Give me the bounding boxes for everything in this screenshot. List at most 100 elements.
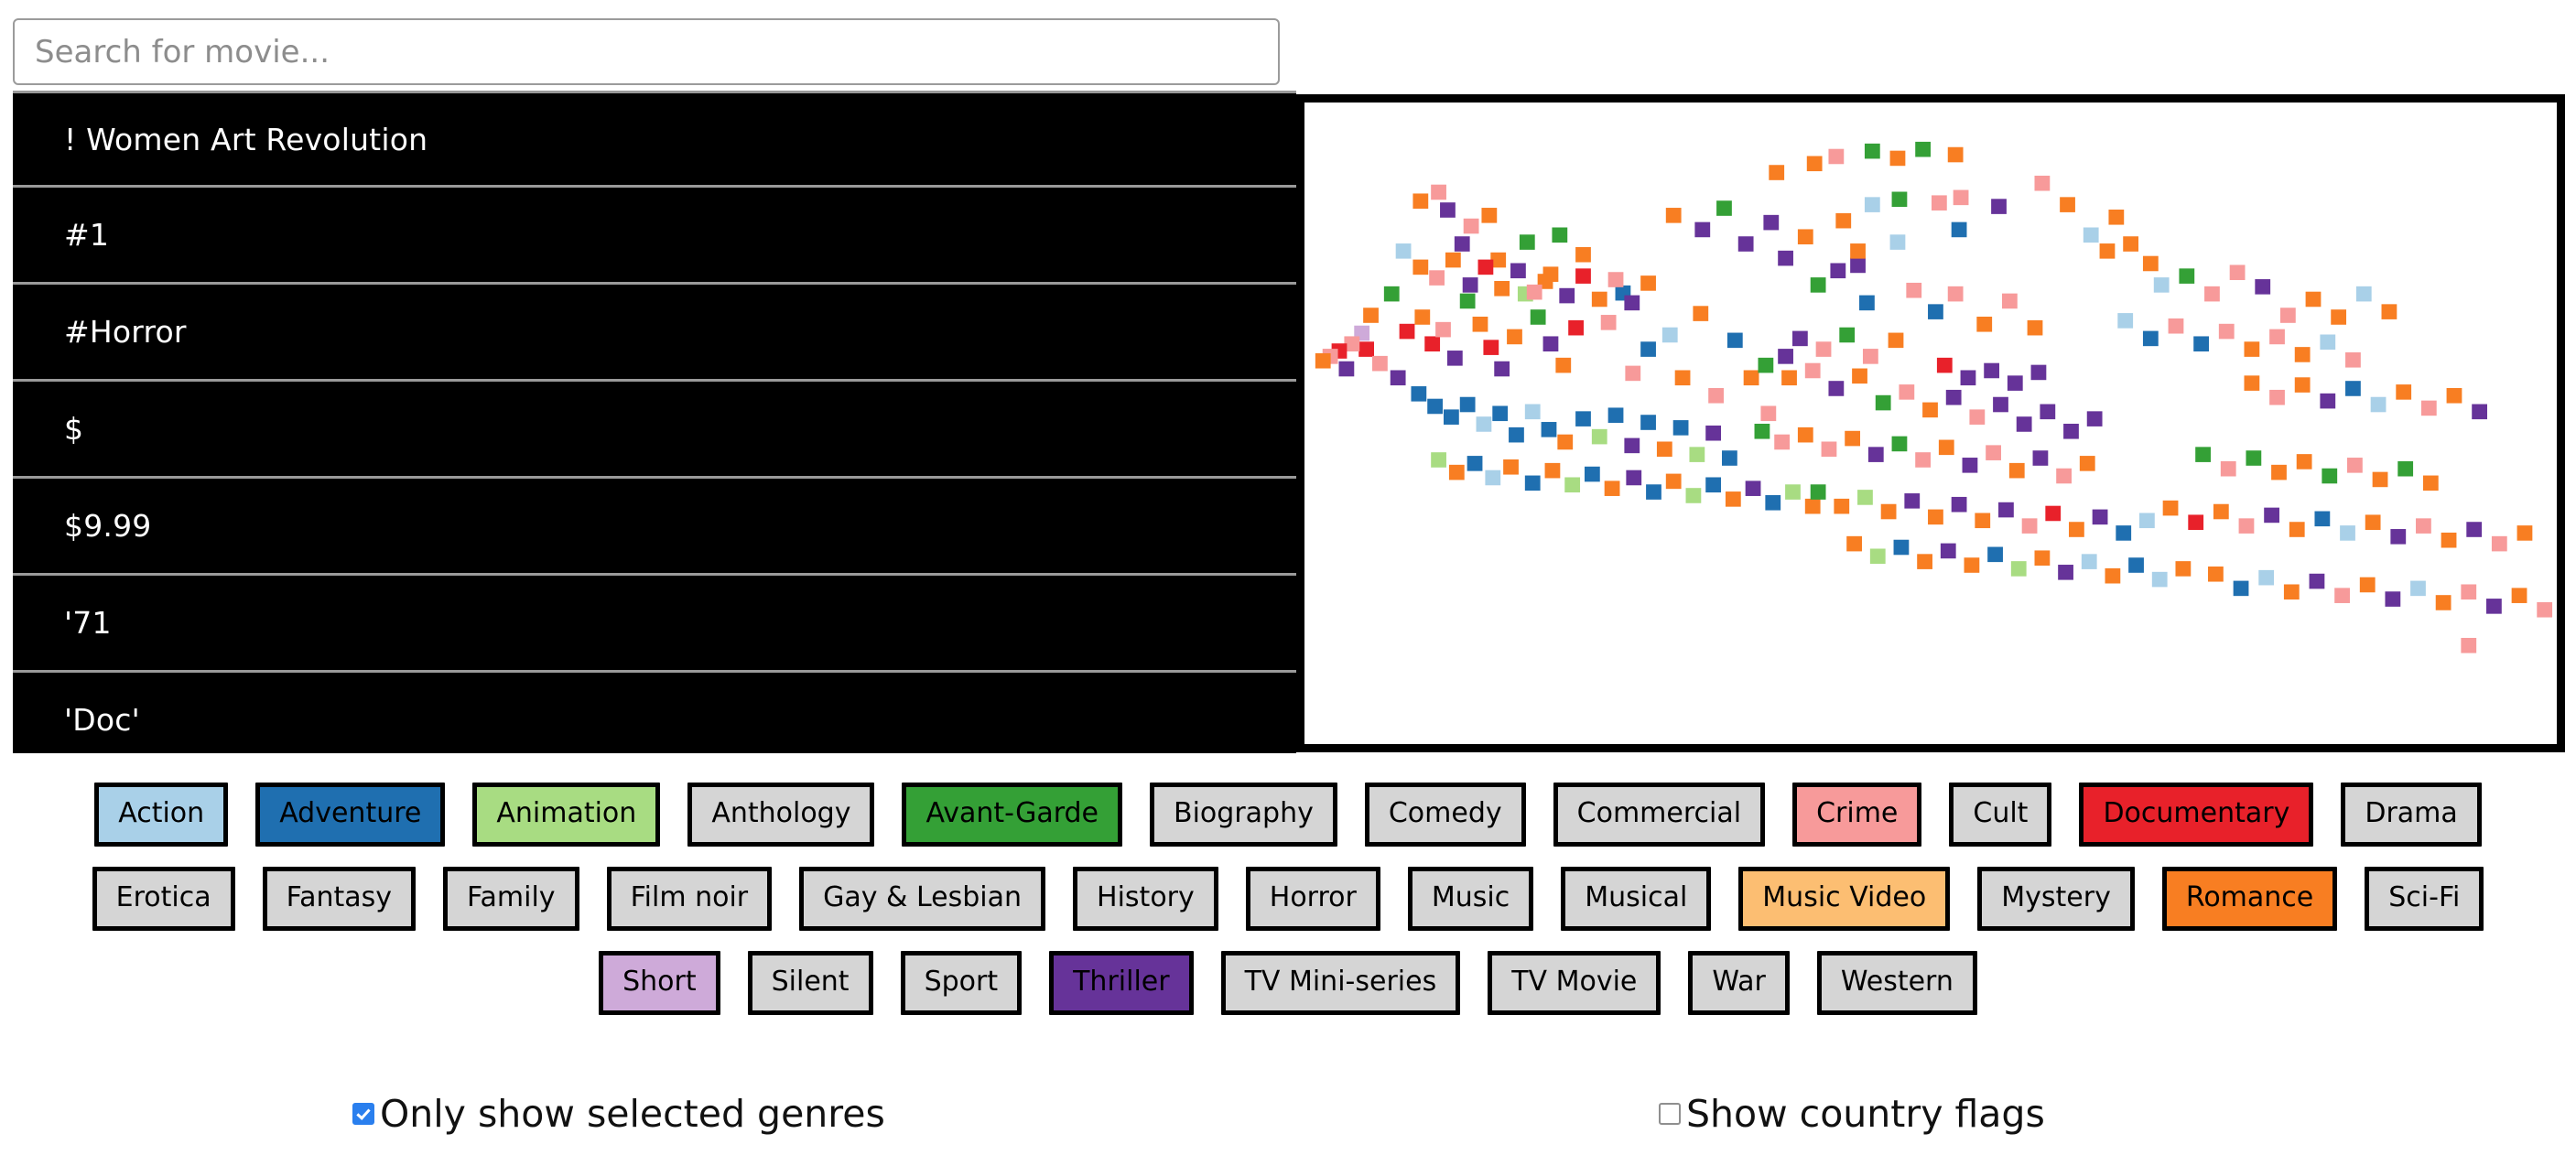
scatter-point[interactable] xyxy=(2034,175,2051,191)
scatter-point[interactable] xyxy=(1864,143,1880,159)
genre-button-sport[interactable]: Sport xyxy=(900,951,1023,1015)
scatter-point[interactable] xyxy=(1607,407,1624,424)
scatter-point[interactable] xyxy=(1846,535,1862,552)
scatter-point[interactable] xyxy=(2289,522,2305,537)
scatter-point[interactable] xyxy=(1830,263,1846,279)
scatter-point[interactable] xyxy=(1797,229,1813,245)
scatter-point[interactable] xyxy=(2099,243,2116,259)
scatter-point[interactable] xyxy=(2021,518,2038,534)
scatter-point[interactable] xyxy=(2422,475,2439,491)
genre-button-horror[interactable]: Horror xyxy=(1245,867,1380,931)
scatter-point[interactable] xyxy=(1383,286,1400,302)
genre-button-fantasy[interactable]: Fantasy xyxy=(262,867,417,931)
scatter-point[interactable] xyxy=(1889,150,1906,167)
scatter-point[interactable] xyxy=(1708,387,1724,404)
scatter-point[interactable] xyxy=(2244,341,2260,357)
suggestion-item[interactable]: '71 xyxy=(13,576,1296,673)
scatter-point[interactable] xyxy=(1315,352,1331,369)
scatter-point[interactable] xyxy=(1864,197,1880,212)
scatter-point[interactable] xyxy=(1490,252,1507,268)
scatter-point[interactable] xyxy=(2063,423,2079,439)
scatter-point[interactable] xyxy=(2195,447,2211,462)
scatter-point[interactable] xyxy=(1557,434,1574,450)
scatter-point[interactable] xyxy=(2381,304,2397,319)
scatter-point[interactable] xyxy=(1399,323,1415,340)
scatter-point[interactable] xyxy=(2309,573,2325,589)
scatter-point[interactable] xyxy=(1476,416,1492,432)
scatter-point[interactable] xyxy=(1494,361,1510,377)
scatter-point[interactable] xyxy=(1524,404,1541,420)
scatter-point[interactable] xyxy=(2034,550,2051,567)
scatter-point[interactable] xyxy=(2153,277,2170,293)
scatter-point[interactable] xyxy=(2435,595,2452,610)
scatter-point[interactable] xyxy=(1951,496,1967,513)
scatter-point[interactable] xyxy=(1625,365,1641,382)
scatter-point[interactable] xyxy=(2208,566,2224,582)
genre-button-biography[interactable]: Biography xyxy=(1150,783,1337,847)
suggestion-item[interactable]: #1 xyxy=(13,188,1296,285)
genre-button-family[interactable]: Family xyxy=(443,867,579,931)
scatter-point[interactable] xyxy=(2056,468,2072,484)
scatter-point[interactable] xyxy=(2123,236,2139,252)
scatter-point[interactable] xyxy=(1412,259,1429,275)
scatter-point[interactable] xyxy=(1899,384,1915,400)
scatter-point[interactable] xyxy=(1363,308,1379,323)
scatter-point[interactable] xyxy=(2511,588,2527,603)
genre-button-documentary[interactable]: Documentary xyxy=(2079,783,2314,847)
scatter-point[interactable] xyxy=(2083,227,2099,243)
genre-button-adventure[interactable]: Adventure xyxy=(255,783,446,847)
scatter-point[interactable] xyxy=(1552,227,1568,243)
scatter-point[interactable] xyxy=(1656,441,1672,458)
scatter-point[interactable] xyxy=(1962,458,1978,473)
genre-button-history[interactable]: History xyxy=(1073,867,1218,931)
scatter-point[interactable] xyxy=(2345,351,2361,368)
scatter-point[interactable] xyxy=(1938,439,1954,456)
scatter-point[interactable] xyxy=(1839,327,1856,343)
scatter-point[interactable] xyxy=(1828,381,1845,396)
scatter-point[interactable] xyxy=(1372,355,1388,372)
scatter-point[interactable] xyxy=(1494,280,1510,297)
scatter-point[interactable] xyxy=(1431,184,1446,200)
scatter-point[interactable] xyxy=(1765,494,1781,511)
scatter-point[interactable] xyxy=(2213,503,2229,520)
scatter-point[interactable] xyxy=(2390,529,2407,545)
scatter-point[interactable] xyxy=(1463,218,1479,234)
genre-button-anthology[interactable]: Anthology xyxy=(687,783,875,847)
movie-suggestion-list[interactable]: ! Women Art Revolution#1#Horror$$9.99'71… xyxy=(13,91,1296,753)
scatter-point[interactable] xyxy=(2007,375,2023,391)
scatter-point[interactable] xyxy=(1477,259,1494,275)
genre-button-western[interactable]: Western xyxy=(1816,951,1977,1015)
scatter-point[interactable] xyxy=(2347,458,2363,473)
scatter-point[interactable] xyxy=(1850,243,1866,259)
scatter-point[interactable] xyxy=(1526,284,1542,300)
scatter-point[interactable] xyxy=(1964,557,1980,573)
scatter-point[interactable] xyxy=(2010,561,2027,577)
scatter-point[interactable] xyxy=(2466,522,2483,537)
scatter-point[interactable] xyxy=(2396,384,2412,400)
genre-button-silent[interactable]: Silent xyxy=(747,951,873,1015)
scatter-point[interactable] xyxy=(1810,277,1826,293)
scatter-point[interactable] xyxy=(1953,189,1969,206)
genre-button-tv-mini-series[interactable]: TV Mini-series xyxy=(1220,951,1461,1015)
scatter-point[interactable] xyxy=(2486,599,2502,614)
scatter-point[interactable] xyxy=(1960,370,1976,386)
scatter-point[interactable] xyxy=(2264,507,2279,524)
scatter-point[interactable] xyxy=(1427,398,1444,415)
scatter-point[interactable] xyxy=(2016,416,2032,432)
scatter-point[interactable] xyxy=(2472,404,2487,420)
scatter-point[interactable] xyxy=(1889,234,1906,250)
scatter-point[interactable] xyxy=(2175,561,2192,577)
genre-button-gay-lesbian[interactable]: Gay & Lesbian xyxy=(799,867,1046,931)
scatter-point[interactable] xyxy=(1640,415,1656,430)
scatter-point[interactable] xyxy=(2314,511,2331,527)
scatter-point[interactable] xyxy=(1509,426,1524,443)
scatter-point[interactable] xyxy=(1850,257,1866,274)
scatter-point[interactable] xyxy=(1584,466,1600,482)
scatter-point[interactable] xyxy=(1906,282,1922,298)
scatter-point[interactable] xyxy=(2218,323,2235,340)
scatter-point[interactable] xyxy=(1928,509,1943,525)
suggestion-item[interactable]: $9.99 xyxy=(13,479,1296,576)
scatter-point[interactable] xyxy=(1904,493,1921,509)
scatter-point[interactable] xyxy=(1555,357,1572,373)
genre-button-romance[interactable]: Romance xyxy=(2161,867,2338,931)
